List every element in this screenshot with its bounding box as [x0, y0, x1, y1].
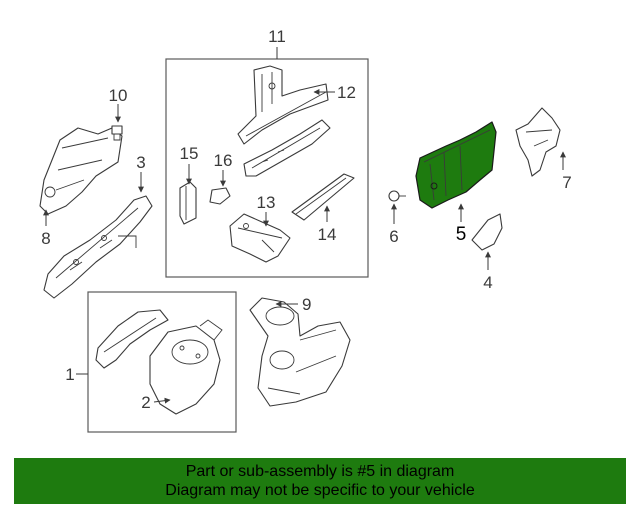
callout-3: 3 [136, 153, 145, 172]
callout-12: 12 [337, 83, 356, 102]
callout-7: 7 [562, 173, 571, 192]
part-10-clip[interactable] [111, 125, 123, 141]
part-6-grommet[interactable] [388, 190, 406, 202]
callout-1: 1 [65, 365, 74, 384]
callout-16: 16 [214, 151, 233, 170]
callout-2: 2 [141, 393, 150, 412]
part-7-bracket[interactable] [515, 107, 561, 177]
part-15-bracket[interactable] [179, 181, 197, 225]
group-box-1 [87, 291, 237, 433]
group-box-11 [165, 58, 369, 278]
info-banner: Part or sub-assembly is #5 in diagram Di… [14, 458, 626, 504]
banner-line-1: Part or sub-assembly is #5 in diagram [185, 463, 455, 480]
part-11-reinforcement[interactable] [243, 119, 331, 177]
part-2-strut-housing[interactable] [149, 319, 223, 415]
part-3-side-member[interactable] [43, 195, 153, 299]
part-9-strut-tower[interactable] [249, 297, 351, 407]
callout-6: 6 [389, 227, 398, 246]
callout-labels: 11 10 12 3 15 16 13 14 8 6 5 4 7 9 1 2 [41, 27, 571, 412]
part-13-lower-bracket[interactable] [229, 213, 291, 263]
callout-9: 9 [302, 295, 311, 314]
part-4-gusset[interactable] [471, 213, 503, 251]
callout-15: 15 [180, 144, 199, 163]
part-16-bracket[interactable] [209, 187, 231, 205]
callout-11: 11 [268, 27, 286, 46]
callout-8: 8 [41, 229, 50, 248]
callout-4: 4 [483, 273, 492, 292]
callout-10: 10 [109, 86, 128, 105]
callout-14: 14 [318, 225, 337, 244]
callout-5: 5 [456, 224, 467, 245]
part-8-wheelhouse-cover[interactable] [39, 127, 123, 215]
part-1-apron[interactable] [95, 309, 169, 369]
callout-13: 13 [257, 193, 276, 212]
leader-lines [43, 47, 566, 404]
part-12-upper-rail[interactable] [237, 65, 329, 145]
part-14-brace[interactable] [291, 173, 355, 221]
banner-line-2: Diagram may not be specific to your vehi… [165, 482, 475, 499]
part-5-splash-shield[interactable] [415, 121, 497, 209]
